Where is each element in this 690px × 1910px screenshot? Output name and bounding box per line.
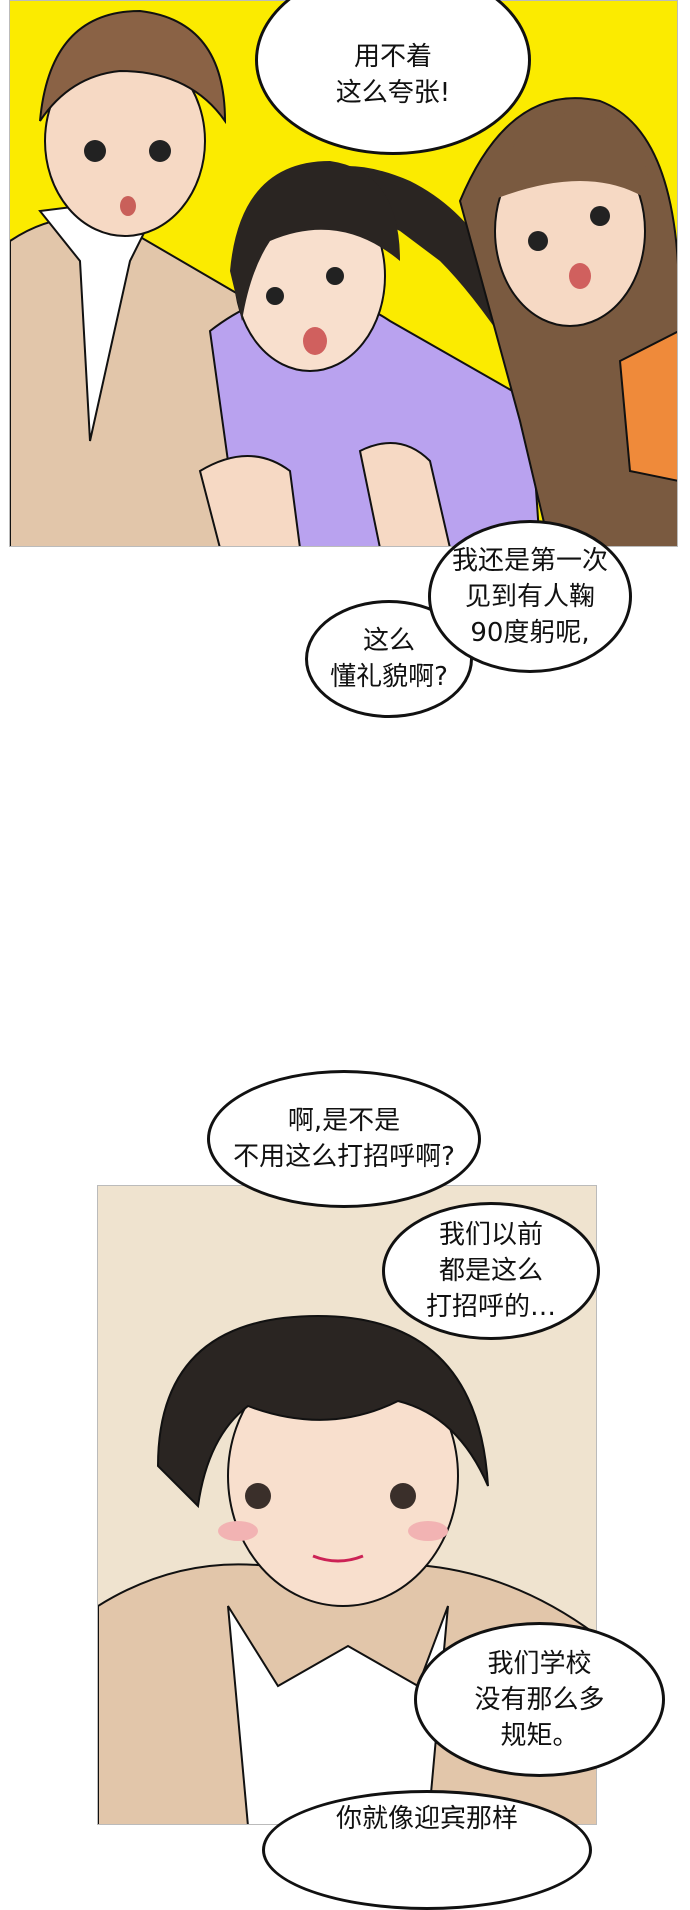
speech-bubble-cutoff: 你就像迎宾那样 xyxy=(262,1790,592,1910)
speech-bubble-polite: 这么 懂礼貌啊? xyxy=(305,600,473,718)
bubble-line: 不用这么打招呼啊? xyxy=(233,1142,455,1172)
bubble-line: 我们学校 xyxy=(487,1648,592,1679)
bubble-line: 这么夸张! xyxy=(335,78,451,108)
speech-bubble-school: 我们学校 没有那么多 规矩。 xyxy=(414,1622,665,1777)
bubble-line: 用不着 xyxy=(353,42,432,72)
bubble-line: 啊,是不是 xyxy=(287,1106,401,1136)
speech-bubble-used-to: 我们以前 都是这么 打招呼的… xyxy=(382,1202,600,1340)
speech-bubble-top: 用不着 这么夸张! xyxy=(255,0,531,155)
bubble-line: 规矩。 xyxy=(500,1720,579,1751)
bubble-line: 我们以前 xyxy=(438,1220,543,1250)
bubble-line: 打招呼的… xyxy=(425,1292,556,1322)
bubble-line: 这么 xyxy=(362,626,415,656)
speech-bubble-greeting: 啊,是不是 不用这么打招呼啊? xyxy=(207,1070,481,1208)
bubble-line: 懂礼貌啊? xyxy=(330,662,448,692)
bubble-line: 都是这么 xyxy=(438,1256,543,1286)
bubble-line: 90度躬呢, xyxy=(470,617,590,648)
bubble-line: 我还是第一次 xyxy=(451,545,608,576)
bubble-line: 没有那么多 xyxy=(474,1684,605,1715)
bubble-line: 见到有人鞠 xyxy=(464,581,595,612)
friends-illustration xyxy=(10,9,677,546)
speech-bubble-first-time: 我还是第一次 见到有人鞠 90度躬呢, xyxy=(428,520,632,673)
boy-illustration xyxy=(98,1314,596,1824)
bubble-line: 你就像迎宾那样 xyxy=(335,1804,518,1834)
